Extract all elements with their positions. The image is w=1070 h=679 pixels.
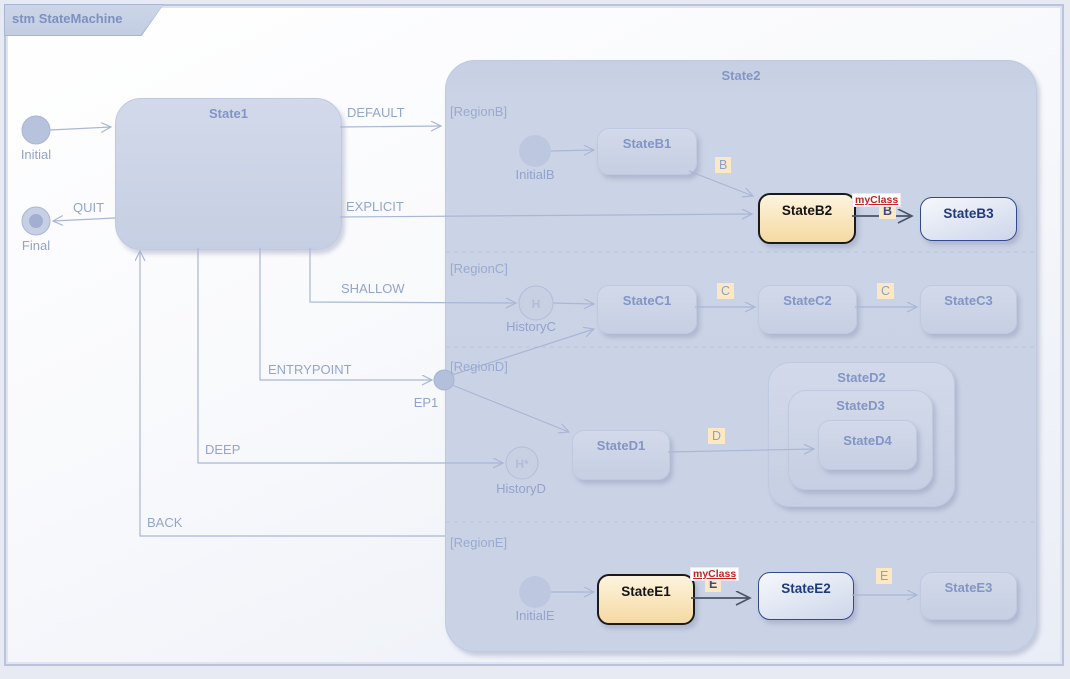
state-label: State2 — [721, 68, 761, 83]
final-label: Final — [21, 238, 51, 253]
state-state1[interactable]: State1 — [115, 98, 342, 250]
state-label: StateD2 — [837, 370, 886, 385]
state-stateE3[interactable]: StateE3 — [920, 572, 1017, 620]
event-badge-e: E — [876, 568, 893, 584]
state-stateC1[interactable]: StateC1 — [597, 285, 697, 334]
transition-quit[interactable] — [53, 218, 116, 221]
state-stateD4[interactable]: StateD4 — [818, 420, 917, 470]
event-badge-c2: C — [877, 283, 895, 299]
transition-stateb1-to-stateb2[interactable] — [688, 170, 753, 196]
transition-ep1-to-stated1[interactable] — [451, 384, 569, 432]
historyd-glyph: H* — [515, 457, 529, 471]
transition-initialb-to-stateb1[interactable] — [550, 150, 594, 151]
historyd-label: HistoryD — [496, 481, 546, 496]
state-stateC3[interactable]: StateC3 — [920, 285, 1017, 334]
historyc-node[interactable] — [518, 285, 554, 321]
event-badge-c1: C — [717, 283, 735, 299]
state-label: StateD3 — [836, 398, 885, 413]
state-label: StateD1 — [596, 438, 646, 453]
transition-default[interactable] — [339, 126, 441, 127]
stereotype-myclass-b: myClass — [852, 193, 902, 207]
transition-back[interactable] — [140, 251, 445, 537]
event-badge-b-trigger: B — [879, 203, 897, 219]
transition-label-back: BACK — [147, 515, 183, 530]
state-label: StateB1 — [622, 136, 672, 151]
state-label: StateE1 — [621, 584, 671, 599]
initiale-node[interactable] — [519, 576, 551, 608]
state-label: State1 — [208, 106, 249, 121]
state-stateE1[interactable]: StateE1 — [597, 574, 695, 625]
region-d-label: [RegionD] — [450, 359, 508, 374]
transition-label-entrypoint: ENTRYPOINT — [268, 362, 352, 377]
state-stateB3[interactable]: StateB3 — [920, 197, 1017, 241]
state-label: StateC3 — [944, 293, 993, 308]
historyc-label: HistoryC — [506, 319, 556, 334]
transition-historyc-to-statec1[interactable] — [552, 303, 594, 304]
transition-explicit[interactable] — [339, 214, 752, 217]
state-stateB2[interactable]: StateB2 — [758, 193, 856, 244]
initial-label: Initial — [20, 147, 52, 162]
event-badge-d: D — [708, 428, 726, 444]
initial-node[interactable] — [21, 115, 51, 145]
transition-shallow[interactable] — [309, 248, 516, 303]
transition-initial-to-state1[interactable] — [49, 127, 111, 130]
initialb-label: InitialB — [515, 167, 555, 182]
transition-label-explicit: EXPLICIT — [346, 199, 404, 214]
state-label: StateD4 — [843, 433, 892, 448]
transition-label-shallow: SHALLOW — [341, 281, 405, 296]
state-stateC2[interactable]: StateC2 — [758, 285, 857, 334]
ep1-label: EP1 — [413, 395, 439, 410]
state-label: StateC2 — [783, 293, 832, 308]
stereotype-myclass-e: myClass — [690, 567, 740, 581]
frame-title: stm StateMachine — [12, 11, 123, 26]
transition-label-deep: DEEP — [205, 442, 241, 457]
frame-tab — [5, 5, 163, 35]
state-label: StateE3 — [944, 580, 993, 595]
historyc-glyph: H — [532, 297, 541, 311]
initiale-label: InitialE — [515, 608, 555, 623]
state-stateB1[interactable]: StateB1 — [597, 128, 697, 175]
transition-ep1-to-statec1[interactable] — [451, 329, 594, 376]
initialb-node[interactable] — [519, 135, 551, 167]
state-label: StateB3 — [943, 206, 994, 221]
transition-label-quit: QUIT — [73, 200, 105, 215]
state-stateE2[interactable]: StateE2 — [758, 572, 854, 620]
region-b-label: [RegionB] — [450, 104, 508, 119]
historyd-node[interactable] — [505, 446, 539, 480]
state-label: StateE2 — [781, 581, 831, 596]
transition-stated1-to-stated4[interactable] — [667, 449, 814, 452]
ep1-node[interactable] — [433, 369, 455, 391]
state-stateD1[interactable]: StateD1 — [572, 430, 670, 480]
transition-label-default: DEFAULT — [347, 105, 405, 120]
state-label: StateB2 — [781, 203, 833, 218]
transition-entrypoint[interactable] — [259, 248, 432, 380]
region-c-label: [RegionC] — [450, 261, 508, 276]
transition-deep[interactable] — [197, 248, 503, 463]
state-label: StateC1 — [622, 293, 672, 308]
final-node-dot — [29, 214, 43, 228]
region-e-label: [RegionE] — [450, 535, 508, 550]
event-badge-b: B — [715, 157, 732, 173]
